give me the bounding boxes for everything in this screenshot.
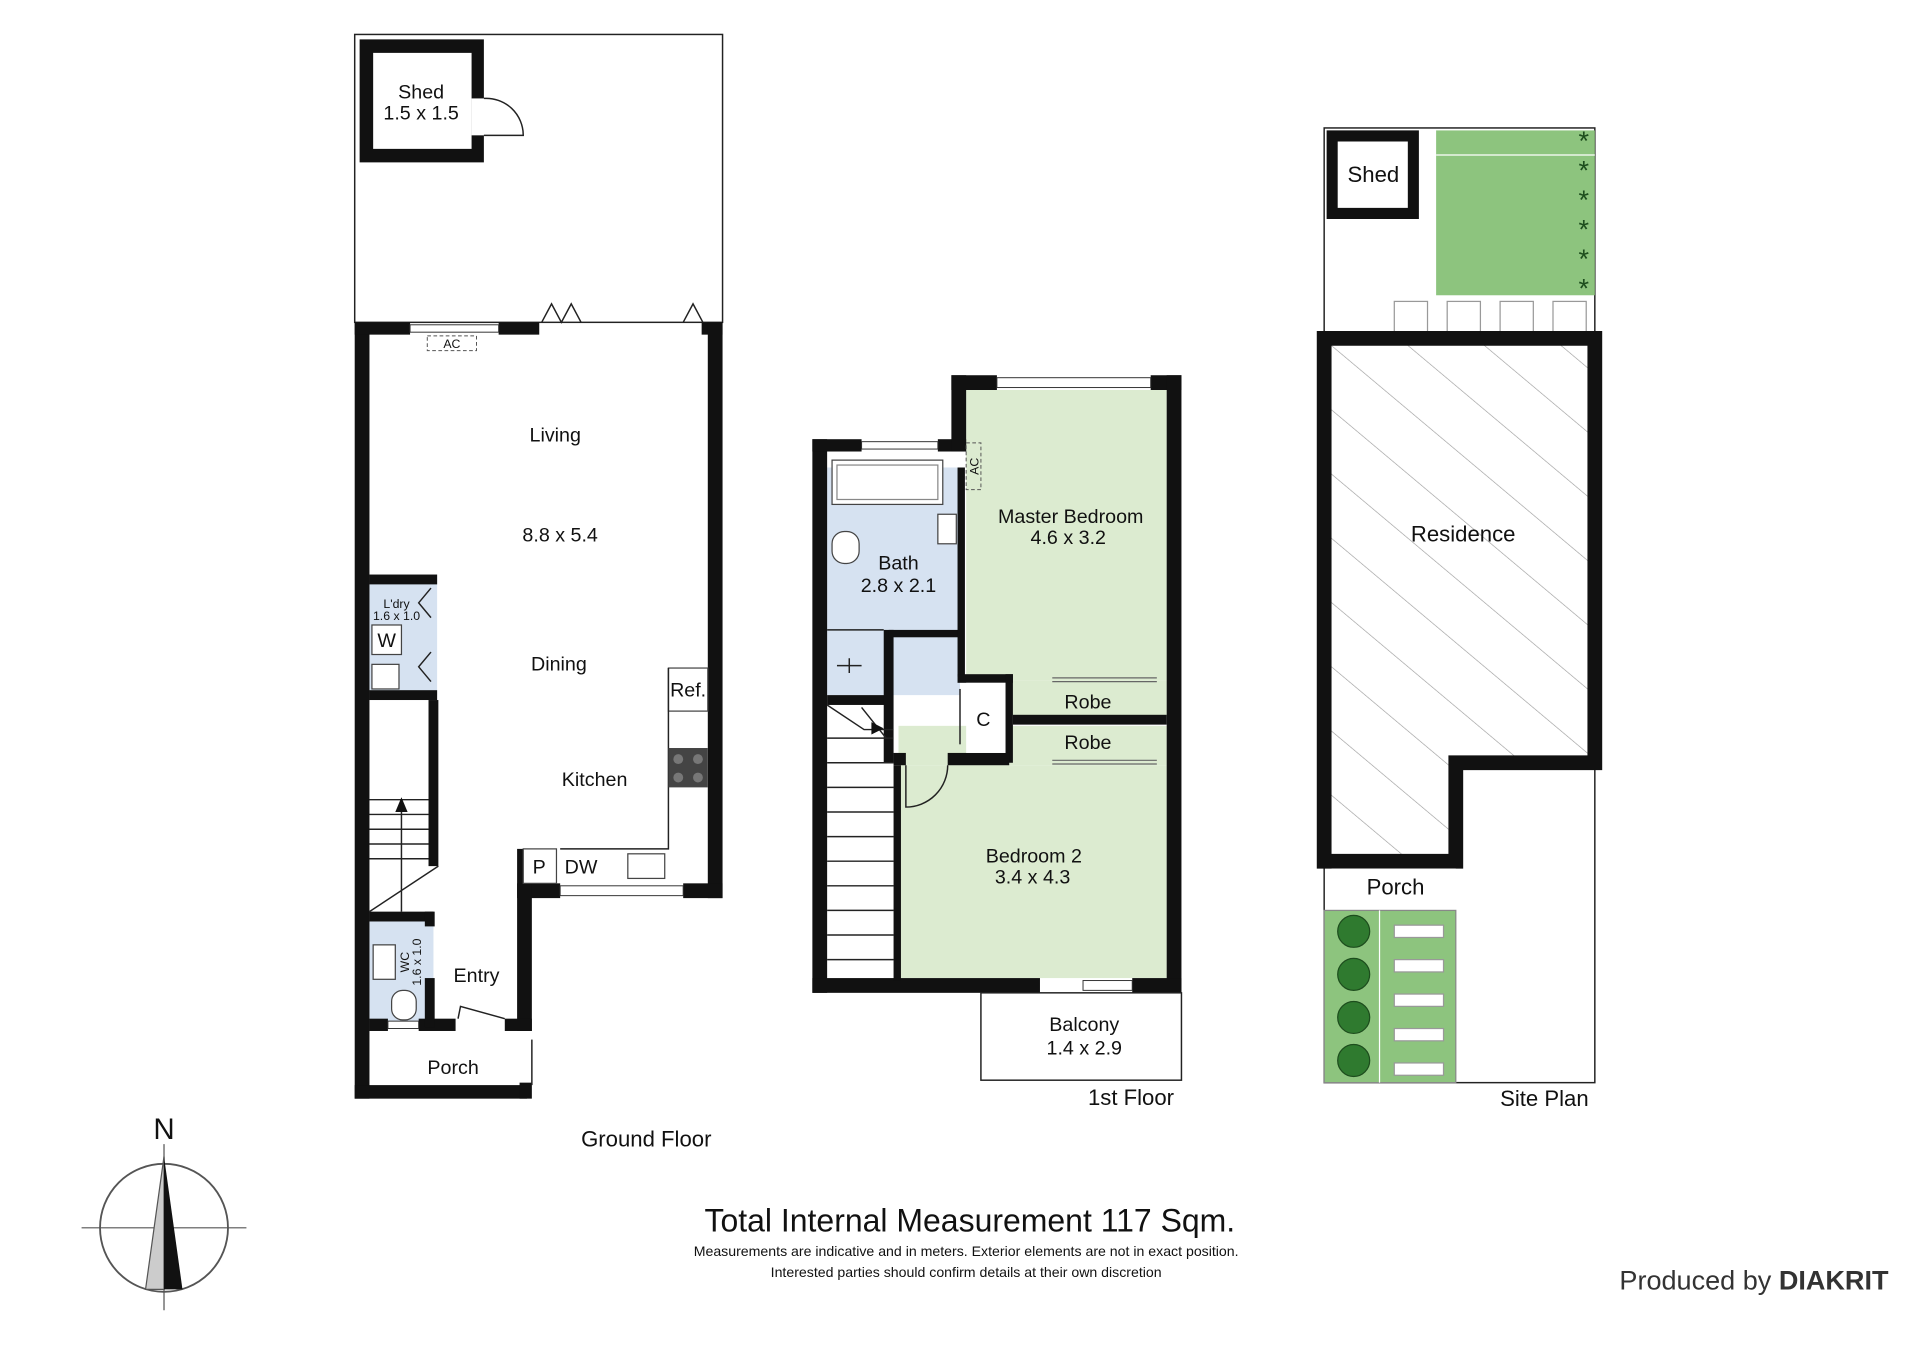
robe-label-1: Robe [1064, 692, 1111, 714]
shed-size: 1.5 x 1.5 [383, 102, 459, 124]
bath-label: Bath [878, 553, 918, 575]
north-compass-icon: N [81, 1113, 247, 1311]
pavers [1393, 300, 1587, 336]
site-plan-title: Site Plan [1500, 1086, 1589, 1111]
site-plan: Shed ****** Residence Porch Site Plan [1316, 126, 1603, 1111]
bath-size: 2.8 x 2.1 [861, 575, 936, 597]
stair-arrow-icon [395, 797, 408, 812]
ground-floor-title: Ground Floor [581, 1127, 711, 1152]
laundry-sink-icon [371, 663, 400, 690]
site-shed [1326, 130, 1419, 219]
cooktop-icon [668, 748, 708, 788]
disclaimer-line-1: Measurements are indicative and in meter… [694, 1243, 1239, 1259]
first-floor-plan: AC Master Bedroom 4.6 x 3.2 Bath 2.8 x 2… [812, 375, 1183, 1110]
bath-toilet-icon [831, 530, 860, 565]
total-measurement: Total Internal Measurement 117 Sqm. [704, 1203, 1235, 1239]
first-floor-title: 1st Floor [1088, 1085, 1174, 1110]
site-shed-label: Shed [1348, 162, 1400, 187]
master-bedroom-label: Master Bedroom [998, 506, 1143, 528]
entry-label: Entry [454, 965, 500, 987]
north-label: N [153, 1113, 174, 1146]
balcony-label: Balcony [1049, 1014, 1119, 1036]
living-label: Living [530, 425, 581, 447]
ground-floor-plan: Shed 1.5 x 1.5 AC Living 8.8 x 5.4 Dinin… [353, 33, 724, 1152]
disclaimer-line-2: Interested parties should confirm detail… [771, 1264, 1162, 1280]
cupboard-label: C [976, 709, 990, 731]
ac-label-first: AC [967, 458, 981, 475]
wc-size: 1.6 x 1.0 [410, 938, 424, 985]
shed: Shed 1.5 x 1.5 [359, 39, 524, 163]
shed-label: Shed [398, 81, 444, 103]
living-size: 8.8 x 5.4 [522, 524, 598, 546]
walls-first [812, 375, 1182, 993]
master-bedroom-size: 4.6 x 3.2 [1031, 527, 1106, 549]
svg-text:*: * [1578, 244, 1589, 274]
plants-icon: ****** [1578, 126, 1589, 304]
laundry-size: 1.6 x 1.0 [373, 609, 420, 623]
toilet-icon [390, 989, 417, 1021]
stairs-ground [369, 797, 439, 913]
wc-basin-icon [372, 944, 396, 980]
walls [354, 322, 723, 1099]
svg-text:*: * [1578, 274, 1589, 304]
svg-text:*: * [1578, 156, 1589, 186]
site-porch-label: Porch [1367, 874, 1425, 899]
robe-label-2: Robe [1064, 732, 1111, 754]
kitchen-sink-icon [627, 853, 666, 880]
stepping-stones [1393, 924, 1445, 1076]
bedroom2-size: 3.4 x 4.3 [995, 866, 1071, 888]
svg-text:*: * [1578, 126, 1589, 156]
backyard [353, 33, 724, 324]
pantry-label: P [533, 856, 546, 878]
tree-icons [1337, 914, 1371, 1078]
balcony-size: 1.4 x 2.9 [1047, 1037, 1123, 1059]
svg-text:*: * [1578, 215, 1589, 245]
kitchen-label: Kitchen [562, 769, 628, 791]
basin-icon [937, 513, 957, 545]
wc-label: WC [398, 952, 412, 973]
brand-logo: DIAKRIT [1779, 1265, 1889, 1295]
bedroom2-label: Bedroom 2 [986, 845, 1082, 867]
washer-label: W [377, 630, 396, 652]
residence-label: Residence [1411, 521, 1516, 546]
produced-by-text: Produced by [1619, 1265, 1771, 1295]
stairs-first [826, 704, 894, 961]
dishwasher-label: DW [565, 856, 598, 878]
porch-label: Porch [427, 1057, 478, 1079]
laundry-label: L'dry [383, 597, 410, 611]
bathtub-icon [831, 459, 944, 506]
lawn [1436, 130, 1595, 296]
fridge-label: Ref. [670, 679, 706, 701]
residence [1316, 330, 1603, 869]
dining-label: Dining [531, 654, 587, 676]
ac-label: AC [443, 337, 460, 351]
producer-credit: Produced by DIAKRIT [1619, 1265, 1889, 1295]
svg-text:*: * [1578, 185, 1589, 215]
